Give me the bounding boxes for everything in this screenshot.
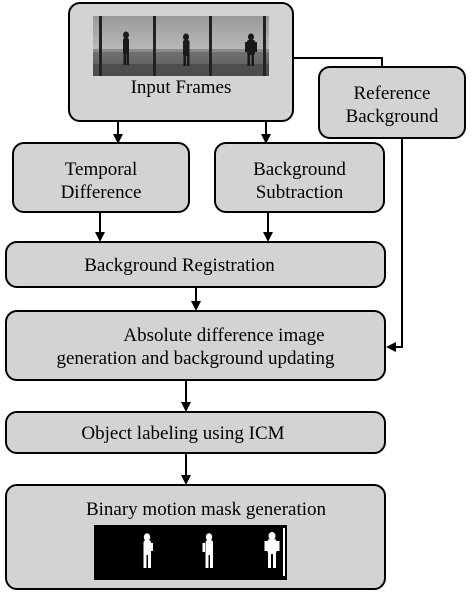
absolute-difference-label-line2: generation and background updating xyxy=(56,348,335,369)
temporal-difference-label-line1: Temporal xyxy=(64,159,138,180)
temporal-difference-node: Temporal Difference xyxy=(12,142,190,213)
background-registration-node: Background Registration xyxy=(5,241,386,288)
object-labeling-node: Object labeling using ICM xyxy=(5,411,386,454)
reference-background-label-line1: Reference xyxy=(353,83,431,104)
binary-motion-mask-label: Binary motion mask generation xyxy=(85,499,327,520)
background-subtraction-label-line2: Subtraction xyxy=(255,182,344,203)
object-labeling-label: Object labeling using ICM xyxy=(81,423,285,444)
background-subtraction-node: Background Subtraction xyxy=(214,142,385,213)
reference-background-label-line2: Background xyxy=(345,106,439,127)
input-frames-node: Input Frames xyxy=(68,2,294,122)
reference-background-node: Reference Background xyxy=(318,66,466,139)
line-input-to-reference xyxy=(294,57,383,66)
binary-motion-mask-node: Binary motion mask generation xyxy=(5,484,386,590)
binary-motion-mask-image xyxy=(94,525,287,580)
background-registration-label: Background Registration xyxy=(84,255,275,276)
input-frames-label: Input Frames xyxy=(130,77,232,98)
absolute-difference-label-line1: Absolute difference image xyxy=(123,325,325,346)
absolute-difference-node: Absolute difference image generation and… xyxy=(5,310,386,381)
temporal-difference-label-line2: Difference xyxy=(60,182,142,203)
background-subtraction-label-line1: Background xyxy=(253,159,346,180)
input-frames-image xyxy=(93,16,269,76)
arrow-reference-to-absdiff xyxy=(386,139,403,352)
